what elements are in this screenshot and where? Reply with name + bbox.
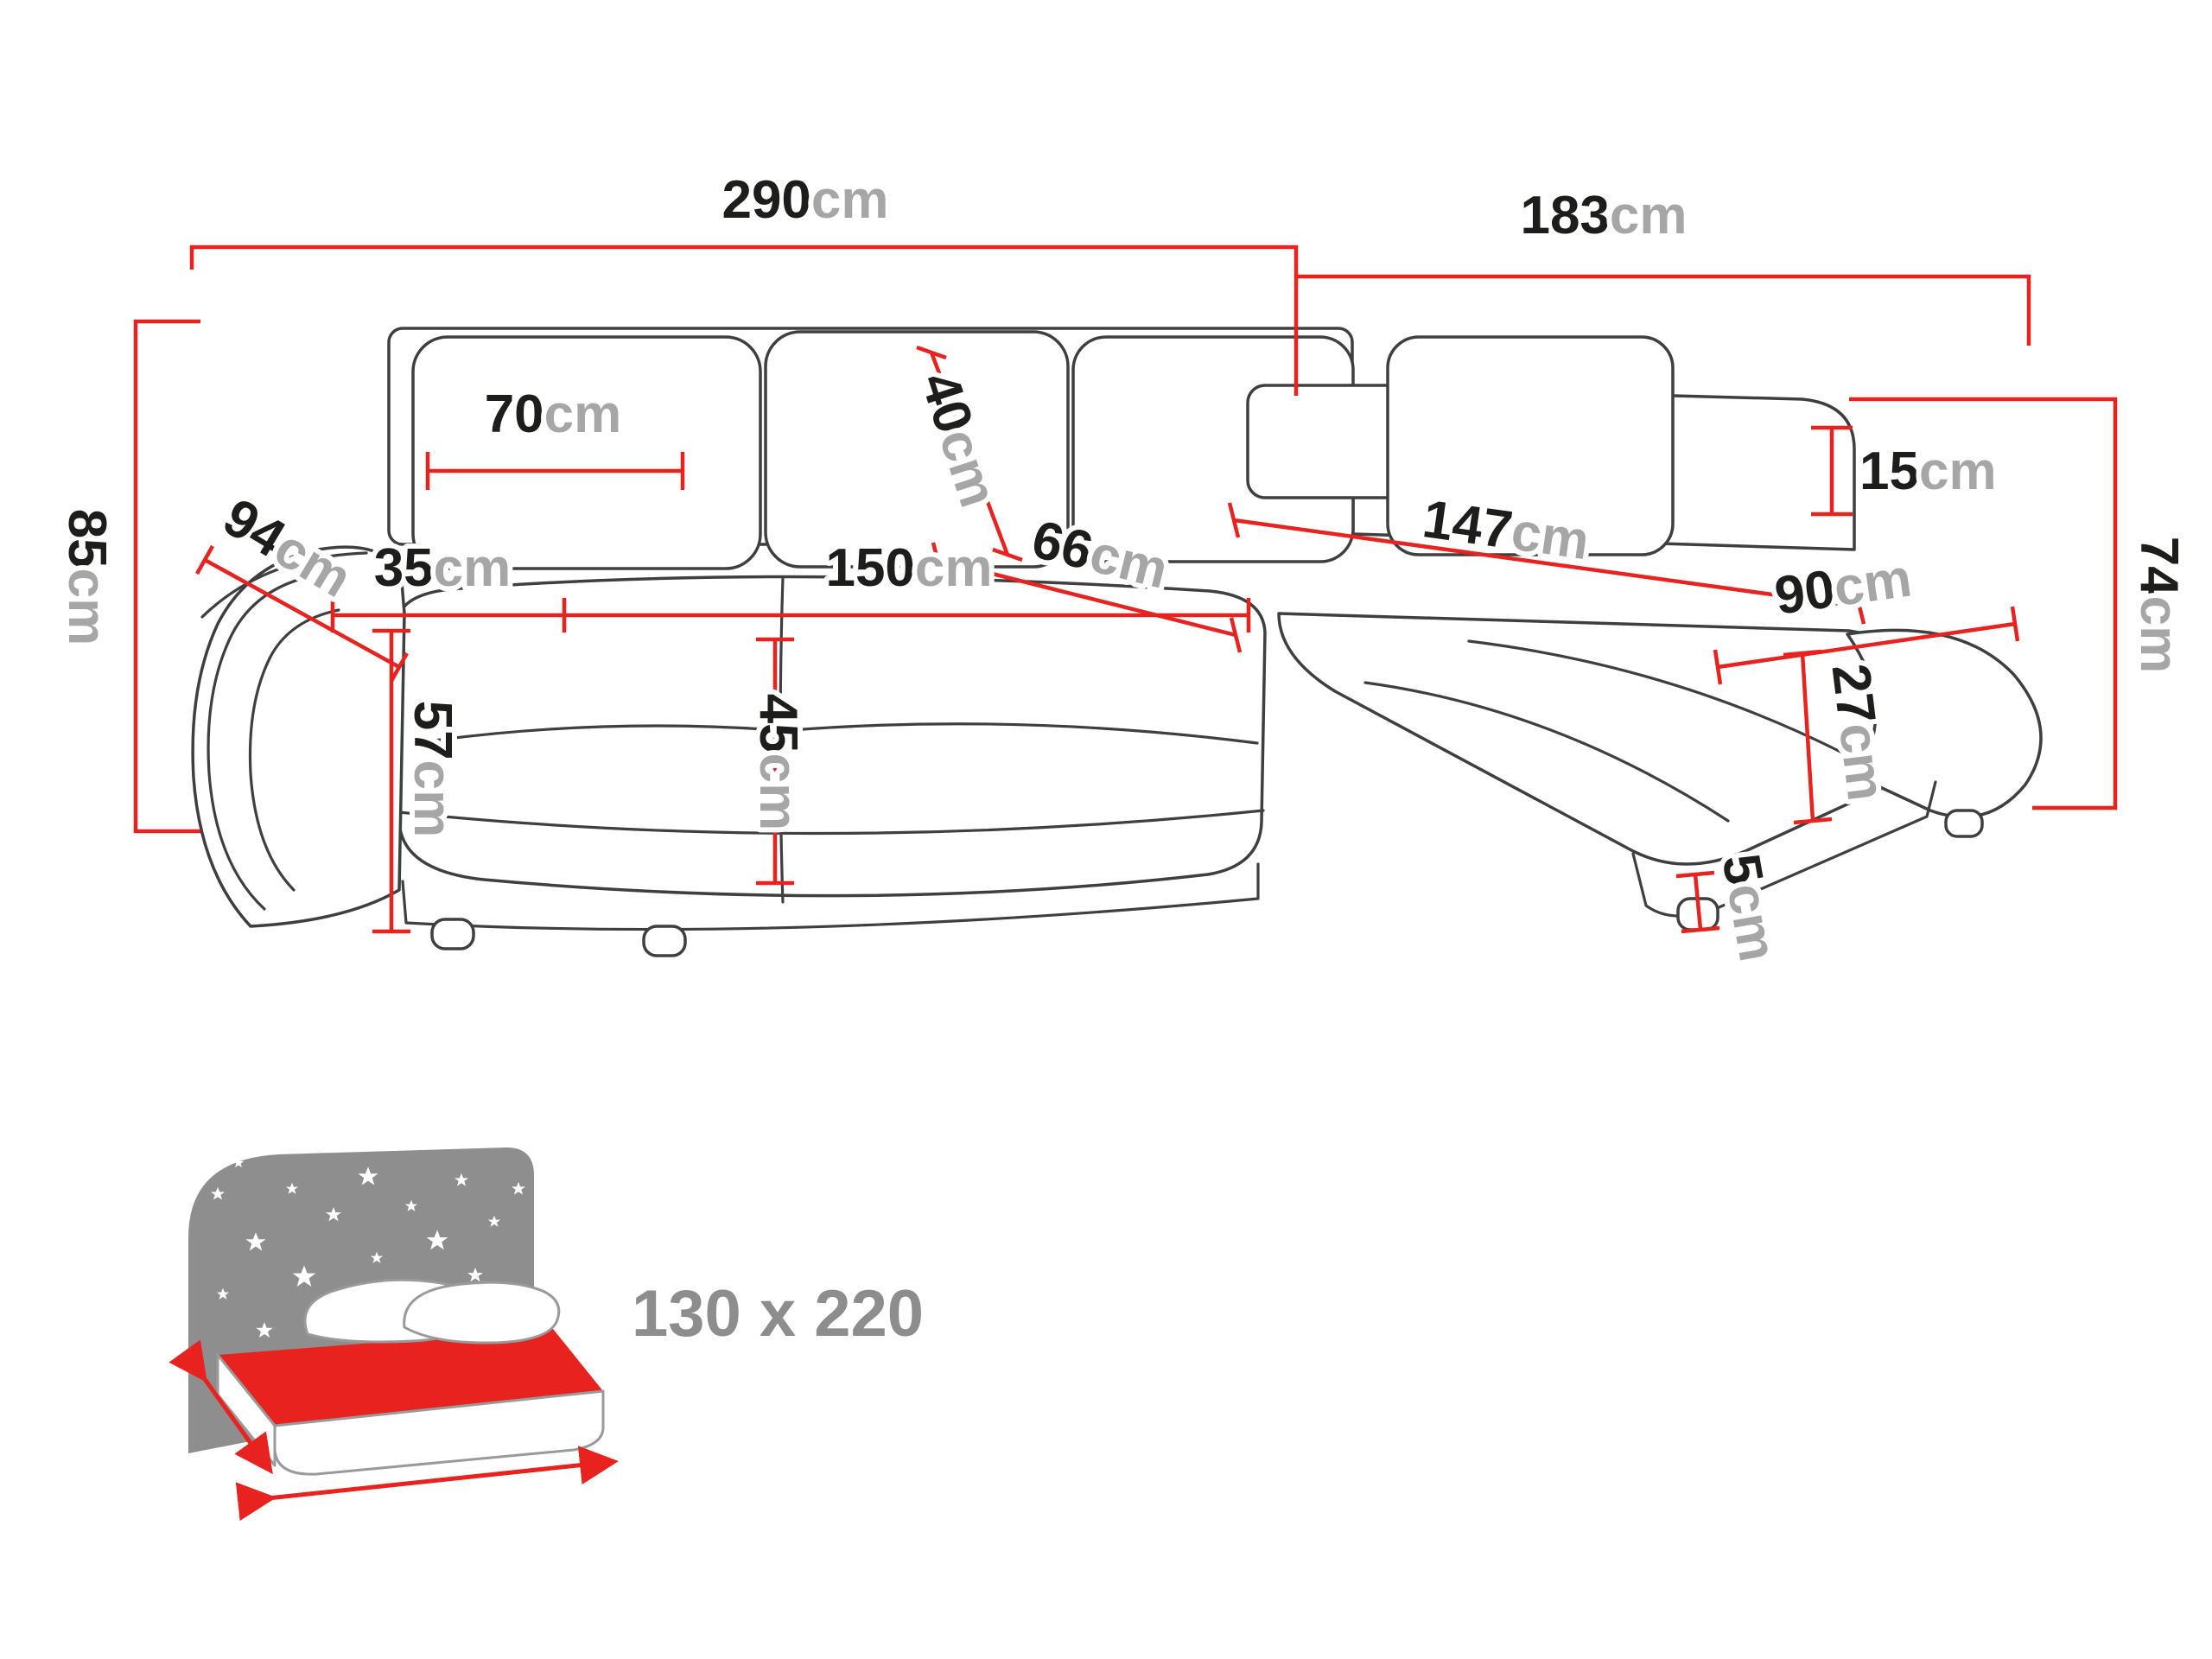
dimension-line-183 bbox=[1296, 274, 2031, 346]
dimension-line-5 bbox=[1675, 870, 1720, 934]
label-57: 57cm bbox=[403, 701, 462, 838]
bed-width-arrow bbox=[235, 1446, 619, 1522]
label-5: 5cm bbox=[1710, 849, 1788, 965]
back-cushion-right bbox=[1386, 335, 1675, 556]
dimension-line-27 bbox=[1783, 649, 1833, 825]
front-base-left bbox=[401, 862, 1260, 931]
label-35: 35cm bbox=[374, 538, 512, 598]
dimension-line-70 bbox=[425, 452, 685, 490]
left-arm-band-1 bbox=[207, 574, 316, 911]
dimension-line-15 bbox=[1811, 425, 1853, 517]
seat-tuft-right bbox=[789, 722, 1259, 745]
dimension-line-57 bbox=[372, 628, 410, 934]
dimension-line-94 bbox=[195, 544, 409, 683]
right-arm bbox=[1846, 628, 2043, 819]
dimension-line-147 bbox=[1227, 502, 1866, 625]
sofa-leg bbox=[1944, 809, 1984, 838]
back-cushion-1 bbox=[411, 335, 762, 570]
left-arm bbox=[191, 545, 406, 928]
seat-tuft-left bbox=[413, 724, 779, 745]
dimension-line-35-150 bbox=[330, 598, 1251, 632]
left-arm-band-2 bbox=[248, 608, 340, 892]
sleeping-area-icon bbox=[168, 1147, 619, 1522]
label-183: 183cm bbox=[1520, 186, 1687, 245]
label-90: 90cm bbox=[1771, 549, 1916, 626]
chaise-seam-2 bbox=[1467, 639, 1842, 753]
seat-left bbox=[397, 575, 1267, 898]
label-45: 45cm bbox=[748, 694, 808, 831]
dimension-line-45 bbox=[756, 637, 794, 886]
sofa-leg bbox=[430, 918, 475, 950]
label-290: 290cm bbox=[721, 170, 888, 230]
bed-size-label: 130 x 220 bbox=[632, 1277, 924, 1351]
left-arm-top-crease bbox=[200, 551, 368, 619]
sofa-leg bbox=[642, 925, 687, 957]
dimension-lines bbox=[133, 245, 2118, 934]
seat-front-band bbox=[397, 809, 1265, 836]
label-74: 74cm bbox=[2129, 537, 2189, 674]
dimension-line-40 bbox=[916, 345, 1023, 563]
dimension-line-74 bbox=[1849, 397, 2118, 810]
label-85: 85cm bbox=[57, 509, 117, 646]
seat-seam-center bbox=[779, 575, 785, 904]
dimension-line-85 bbox=[133, 319, 200, 834]
label-70: 70cm bbox=[485, 385, 622, 444]
dimension-line-290 bbox=[189, 245, 1299, 396]
dimension-line-90 bbox=[1713, 606, 2020, 685]
bed-mattress-top bbox=[218, 1329, 603, 1426]
dimension-line-66 bbox=[931, 542, 1243, 653]
chaise-seam-1 bbox=[1363, 681, 1730, 823]
bed-depth-arrow bbox=[168, 1339, 273, 1475]
bed-pillow-right bbox=[403, 1281, 561, 1344]
label-150: 150cm bbox=[825, 538, 992, 598]
back-cushion-2 bbox=[764, 330, 1070, 569]
label-15: 15cm bbox=[1859, 442, 1997, 501]
corner-pillow bbox=[1246, 384, 1405, 499]
